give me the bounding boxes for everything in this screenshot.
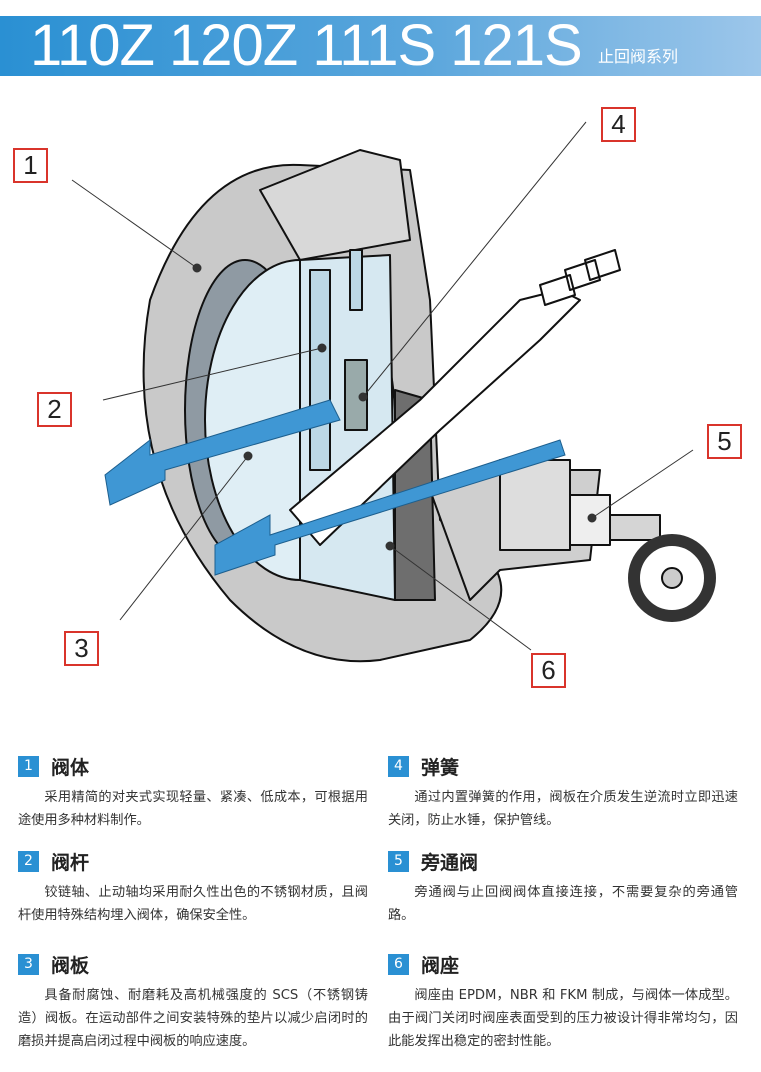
section-number: 5 xyxy=(388,851,409,872)
section-title: 阀体 xyxy=(51,757,90,779)
section-number: 4 xyxy=(388,756,409,777)
flow-arrow-lower xyxy=(214,439,566,576)
section-text: 旁通阀与止回阀阀体直接连接，不需要复杂的旁通管路。 xyxy=(388,885,738,923)
page-subtitle: 止回阀系列 xyxy=(598,47,679,66)
valve-cutaway-illustration xyxy=(71,121,716,663)
callout-2: 2 xyxy=(37,392,72,427)
callout-5: 5 xyxy=(707,424,742,459)
callout-1: 1 xyxy=(13,148,48,183)
flow-arrow-upper xyxy=(104,399,341,506)
handwheel xyxy=(628,534,716,622)
section-title: 旁通阀 xyxy=(421,852,479,874)
section-number: 6 xyxy=(388,954,409,975)
callout-3: 3 xyxy=(64,631,99,666)
callout-4: 4 xyxy=(601,107,636,142)
page-title: 110Z 120Z 111S 121S xyxy=(30,13,583,78)
callout-6: 6 xyxy=(531,653,566,688)
section-number: 3 xyxy=(18,954,39,975)
section-text: 铰链轴、止动轴均采用耐久性出色的不锈钢材质，且阀杆使用特殊结构埋入阀体，确保安全… xyxy=(18,885,368,923)
title-banner: 110Z 120Z 111S 121S 止回阀系列 xyxy=(0,13,761,78)
section-text: 采用精简的对夹式实现轻量、紧凑、低成本，可根据用途使用多种材料制作。 xyxy=(18,790,368,828)
section-text: 阀座由 EPDM，NBR 和 FKM 制成，与阀体一体成型。由于阀门关闭时阀座表… xyxy=(388,988,738,1049)
section-text: 具备耐腐蚀、耐磨耗及高机械强度的 SCS（不锈钢铸造）阀板。在运动部件之间安装特… xyxy=(18,988,368,1049)
section-title: 弹簧 xyxy=(421,757,460,779)
valve-stem xyxy=(309,269,331,471)
section-number: 1 xyxy=(18,756,39,777)
section-number: 2 xyxy=(18,851,39,872)
section-title: 阀杆 xyxy=(51,852,90,874)
section-title: 阀座 xyxy=(421,955,460,977)
bypass-valve xyxy=(499,459,571,551)
section-text: 通过内置弹簧的作用，阀板在介质发生逆流时立即迅速关闭，防止水锤，保护管线。 xyxy=(388,790,738,828)
section-title: 阀板 xyxy=(51,955,90,977)
